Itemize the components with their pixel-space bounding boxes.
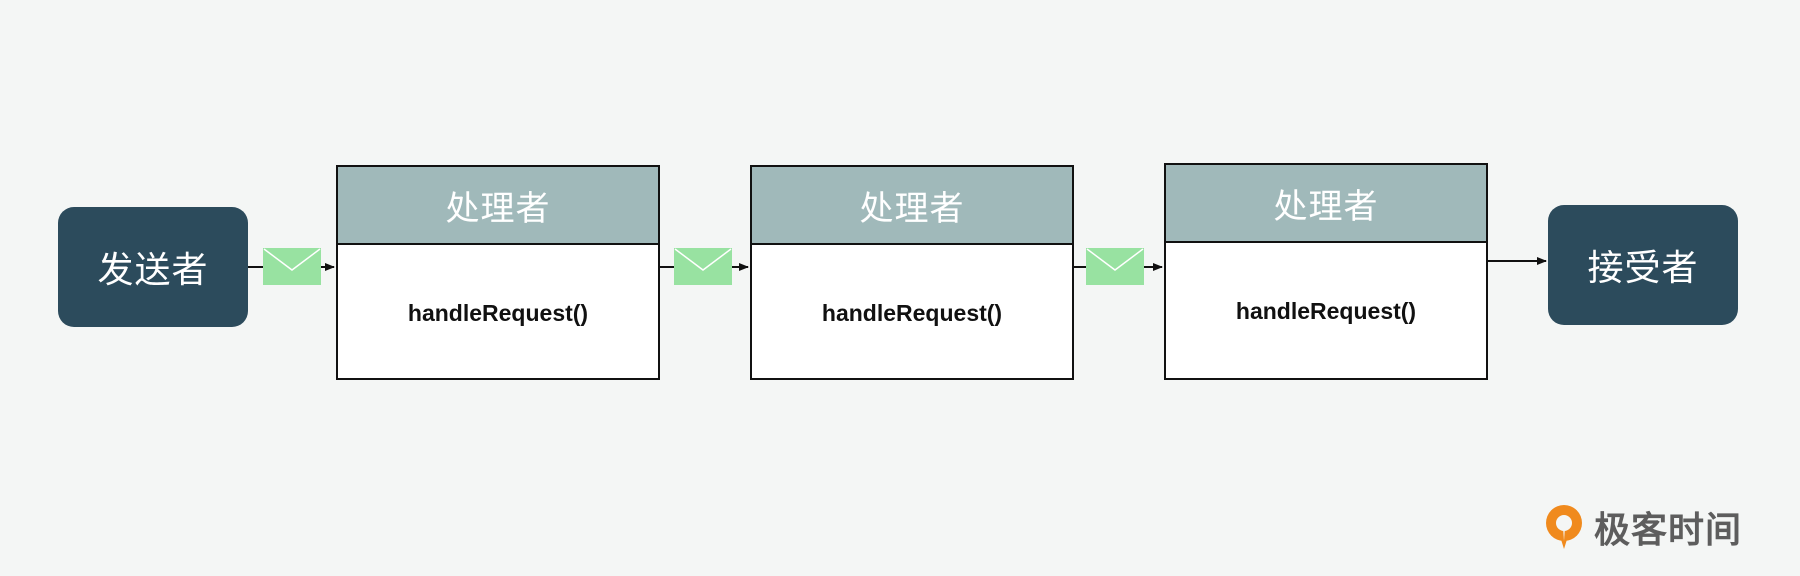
handler-title: 处理者 — [338, 167, 658, 245]
receiver-node: 接受者 — [1548, 205, 1738, 325]
geekbang-logo: 极客时间 — [1542, 502, 1742, 552]
handler-method: handleRequest() — [1235, 297, 1417, 324]
handler-title: 处理者 — [752, 167, 1072, 245]
sender-label: 发送者 — [97, 250, 209, 291]
geekbang-logo-icon — [1546, 505, 1582, 549]
handler-method: handleRequest() — [821, 299, 1003, 326]
sender-node: 发送者 — [58, 207, 248, 327]
envelope-icon — [674, 248, 732, 285]
handler-node-2: 处理者 handleRequest() — [750, 165, 1074, 380]
envelope-icon — [1086, 248, 1144, 285]
handler-node-1: 处理者 handleRequest() — [336, 165, 660, 380]
logo-text: 极客时间 — [1594, 510, 1743, 551]
handler-title: 处理者 — [1166, 165, 1486, 243]
handler-method: handleRequest() — [407, 299, 589, 326]
envelope-icon — [263, 248, 321, 285]
receiver-label: 接受者 — [1587, 248, 1699, 289]
handler-node-3: 处理者 handleRequest() — [1164, 163, 1488, 380]
